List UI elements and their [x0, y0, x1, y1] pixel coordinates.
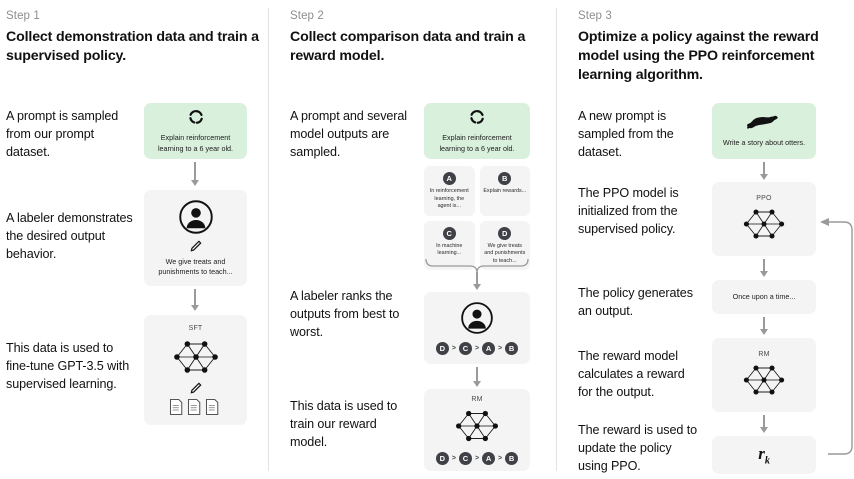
- step-3-reward-card[interactable]: rk: [712, 436, 816, 474]
- rm-rank-sep-2: >: [474, 454, 480, 462]
- sampling-dashed-circle-icon: [468, 108, 486, 126]
- step-1-prompt-text: Explain reinforcement learning to a 6 ye…: [157, 133, 234, 153]
- step-1-sft-caption: SFT: [188, 324, 203, 332]
- step-1-narrative-1: A prompt is sampled from our prompt data…: [6, 109, 119, 159]
- step-2-prompt-text: Explain reinforcement learning to a 6 ye…: [439, 133, 515, 153]
- step-3-output-text: Once upon a time...: [732, 291, 796, 301]
- step-3-column: Step 3 Optimize a policy against the rew…: [572, 0, 854, 479]
- step-2-narrative-2: A labeler ranks the outputs from best to…: [290, 289, 400, 339]
- ppo-feedback-loop-arrow: [814, 208, 854, 458]
- step-2-rm-ranking-row: D > C > A > B: [435, 451, 519, 465]
- option-d-badge: D: [498, 226, 512, 240]
- arrow-step2-2: [472, 367, 482, 387]
- step-3-narrative-3: The policy generates an output.: [578, 286, 693, 318]
- neural-network-icon: [740, 204, 788, 244]
- option-c-text: In machine learning...: [436, 242, 463, 257]
- step-1-prompt-card[interactable]: Explain reinforcement learning to a 6 ye…: [144, 103, 247, 159]
- step-2-title: Collect comparison data and train a rewa…: [290, 29, 526, 65]
- step-3-rm-caption: RM: [758, 350, 770, 358]
- step-3-ppo-caption: PPO: [756, 194, 772, 202]
- rm-rank-sep-3: >: [498, 454, 503, 462]
- step-2-column: Step 2 Collect comparison data and train…: [284, 0, 556, 479]
- column-divider-1: [268, 8, 269, 471]
- arrow-step1-2: [190, 289, 200, 311]
- step-1-label: Step 1: [6, 10, 40, 22]
- rank-2: C: [458, 342, 472, 355]
- pencil-icon: [189, 381, 203, 395]
- step-2-rm-card[interactable]: RM D > C: [424, 389, 530, 471]
- step-3-label: Step 3: [578, 10, 612, 22]
- step-3-header: Step 3 Optimize a policy against the rew…: [578, 10, 846, 86]
- reward-symbol: r: [758, 443, 765, 463]
- neural-network-icon: [452, 405, 502, 447]
- step-3-prompt-text: Write a story about otters.: [722, 137, 806, 147]
- arrow-step3-2: [759, 259, 769, 277]
- column-divider-2: [556, 8, 557, 471]
- step-2-prompt-card[interactable]: Explain reinforcement learning to a 6 ye…: [424, 103, 530, 159]
- option-c[interactable]: C In machine learning...: [424, 220, 475, 271]
- step-3-ppo-card[interactable]: PPO: [712, 182, 816, 256]
- sampling-dashed-circle-icon: [187, 108, 205, 126]
- step-3-narrative-5: The reward is used to update the policy …: [578, 423, 697, 473]
- labeler-person-icon: [460, 301, 494, 335]
- arrow-step2-1: [472, 272, 482, 290]
- step-2-labeler-card[interactable]: D > C > A > B: [424, 292, 530, 364]
- step-1-title: Collect demonstration data and train a s…: [6, 29, 259, 65]
- step-1-header: Step 1 Collect demonstration data and tr…: [6, 10, 260, 66]
- rank-4: B: [505, 342, 519, 355]
- step-3-prompt-card[interactable]: Write a story about otters.: [712, 103, 816, 159]
- option-b[interactable]: B Explain rewards...: [479, 166, 530, 216]
- rm-rank-1: D: [435, 451, 449, 465]
- arrow-step3-4: [759, 415, 769, 433]
- step-1-narrative-3: This data is used to fine-tune GPT-3.5 w…: [6, 341, 130, 391]
- option-a[interactable]: A In reinforcement learning, the agent i…: [424, 166, 475, 216]
- pencil-icon: [189, 239, 203, 253]
- option-b-badge: B: [498, 172, 512, 185]
- arrow-step3-3: [759, 317, 769, 335]
- step-3-output-card[interactable]: Once upon a time...: [712, 280, 816, 314]
- step-3-rm-card[interactable]: RM: [712, 338, 816, 412]
- arrow-step3-1: [759, 162, 769, 180]
- step-1-narrative-2: A labeler demonstrates the desired outpu…: [6, 211, 133, 261]
- step-2-narrative-1: A prompt and several model outputs are s…: [290, 109, 408, 159]
- neural-network-icon: [170, 335, 222, 379]
- documents-icon: [168, 398, 224, 416]
- rm-rank-sep-1: >: [451, 454, 456, 462]
- rank-1: D: [435, 342, 449, 355]
- labeler-person-icon: [178, 199, 214, 235]
- rm-rank-4: B: [505, 451, 519, 465]
- rank-sep-1: >: [451, 345, 456, 352]
- step-3-narrative-4: The reward model calculates a reward for…: [578, 349, 685, 399]
- rank-sep-2: >: [474, 345, 480, 352]
- step-2-header: Step 2 Collect comparison data and train…: [290, 10, 548, 66]
- reward-subscript: k: [764, 455, 770, 467]
- step-3-narrative-1: A new prompt is sampled from the dataset…: [578, 109, 674, 159]
- step-2-label: Step 2: [290, 10, 324, 22]
- option-d-text: We give treats and punishments to teach.…: [484, 242, 526, 264]
- rm-rank-2: C: [458, 451, 472, 465]
- rank-sep-3: >: [498, 345, 503, 352]
- neural-network-icon: [740, 360, 788, 400]
- step-2-ranking-row: D > C > A > B: [435, 342, 519, 355]
- arrow-step1-1: [190, 162, 200, 186]
- option-a-badge: A: [442, 172, 456, 185]
- step-2-narrative-3: This data is used to train our reward mo…: [290, 399, 398, 449]
- otter-icon: [746, 114, 782, 130]
- step-2-options-grid: A In reinforcement learning, the agent i…: [424, 166, 530, 271]
- option-a-text: In reinforcement learning, the agent is.…: [429, 188, 469, 210]
- rm-rank-3: A: [482, 451, 496, 465]
- step-1-labeler-text: We give treats and punishments to teach.…: [158, 256, 233, 276]
- step-3-title: Optimize a policy against the reward mod…: [578, 29, 819, 84]
- step-1-column: Step 1 Collect demonstration data and tr…: [0, 0, 268, 479]
- step-1-sft-card[interactable]: SFT: [144, 315, 247, 425]
- reward-formula: rk: [758, 444, 770, 466]
- step-2-rm-caption: RM: [471, 395, 483, 403]
- step-3-narrative-2: The PPO model is initialized from the su…: [578, 186, 679, 236]
- option-c-badge: C: [442, 226, 456, 240]
- option-b-text: Explain rewards...: [483, 188, 527, 194]
- rank-3: A: [482, 342, 496, 355]
- option-d[interactable]: D We give treats and punishments to teac…: [479, 220, 530, 271]
- step-1-labeler-card[interactable]: We give treats and punishments to teach.…: [144, 190, 247, 286]
